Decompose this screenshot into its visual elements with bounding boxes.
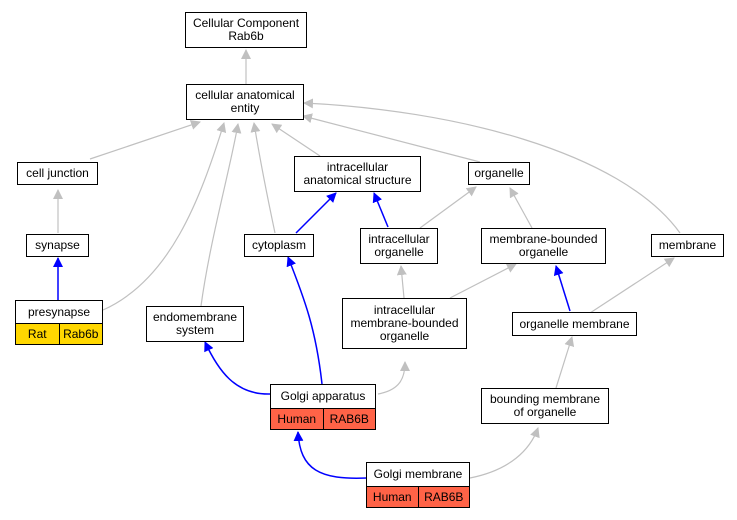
- node-membrane[interactable]: membrane: [651, 234, 724, 257]
- node-label: organelle: [379, 329, 430, 343]
- node-label: Golgi membrane: [373, 467, 463, 481]
- node-label: intracellular: [326, 160, 389, 174]
- node-golgi-membrane[interactable]: Golgi membrane Human RAB6B: [366, 462, 470, 508]
- node-label: organelle: [518, 245, 569, 259]
- edge-bmo-to-om: [555, 336, 575, 389]
- node-synapse[interactable]: synapse: [26, 234, 89, 257]
- node-label: cell junction: [26, 166, 89, 180]
- node-label: presynapse: [27, 304, 91, 319]
- node-cytoplasm[interactable]: cytoplasm: [244, 234, 314, 257]
- gene-badge-rab6b: Rab6b: [58, 324, 102, 344]
- edge-imbo-to-io: [396, 265, 407, 299]
- edge-golgiapp-to-cytoplasm: [286, 256, 323, 385]
- species-badge-human: Human: [367, 487, 418, 507]
- node-label: cytoplasm: [251, 238, 307, 252]
- node-label: synapse: [35, 238, 80, 252]
- node-golgi-apparatus[interactable]: Golgi apparatus Human RAB6B: [270, 384, 376, 430]
- edge-cytoplasm-to-cae: [250, 122, 276, 234]
- edge-organelle-to-cae: [302, 113, 481, 163]
- edge-endo-to-cae: [200, 123, 242, 307]
- node-label: anatomical structure: [303, 173, 412, 187]
- edge-celljunction-to-cae: [89, 120, 201, 160]
- node-label: Golgi apparatus: [280, 389, 366, 403]
- edge-golgimem-to-bmo: [469, 427, 540, 479]
- node-label: intracellular: [368, 232, 430, 246]
- edge-cytoplasm-to-ias: [295, 192, 337, 234]
- edge-imbo-to-mbo: [449, 263, 517, 299]
- edge-io-to-organelle: [419, 186, 477, 229]
- node-label: Cellular Component: [192, 16, 300, 30]
- node-label: system: [175, 323, 214, 337]
- edge-golgimem-to-golgiapp: [293, 431, 368, 479]
- gene-badge-rab6b: RAB6B: [322, 409, 375, 429]
- edge-membrane-to-cae: [303, 98, 681, 234]
- node-cell-junction[interactable]: cell junction: [17, 162, 98, 185]
- edge-ias-to-cae: [271, 123, 321, 157]
- node-label: organelle: [374, 245, 424, 259]
- node-presynapse[interactable]: presynapse Rat Rab6b: [15, 300, 103, 345]
- node-organelle[interactable]: organelle: [468, 162, 530, 185]
- edge-io-to-ias: [372, 192, 389, 228]
- node-label: entity: [230, 101, 260, 115]
- node-label: Rab6b: [228, 29, 264, 43]
- node-label: organelle membrane: [519, 316, 630, 331]
- edge-mbo-to-organelle: [509, 187, 533, 229]
- node-organelle-membrane[interactable]: organelle membrane: [512, 312, 637, 336]
- edge-om-to-mbo: [553, 265, 571, 312]
- edge-golgiapp-to-imbo: [377, 361, 410, 395]
- node-label: bounding membrane: [489, 392, 601, 406]
- gene-badge-rab6b: RAB6B: [417, 487, 469, 507]
- node-label: intracellular: [373, 303, 436, 317]
- node-label: of organelle: [513, 405, 577, 419]
- node-label: membrane: [658, 238, 717, 252]
- edge-presynapse-to-cae: [102, 122, 227, 311]
- edge-golgiapp-to-endo: [204, 341, 271, 395]
- node-label: organelle: [474, 166, 524, 180]
- node-label: membrane-bounded: [350, 316, 459, 330]
- node-label: endomembrane: [152, 310, 238, 324]
- node-label: membrane-bounded: [489, 232, 598, 246]
- species-badge-human: Human: [271, 409, 323, 429]
- edge-om-to-membrane: [589, 257, 675, 314]
- species-badge-rat: Rat: [16, 324, 59, 344]
- node-label: cellular anatomical: [195, 88, 295, 102]
